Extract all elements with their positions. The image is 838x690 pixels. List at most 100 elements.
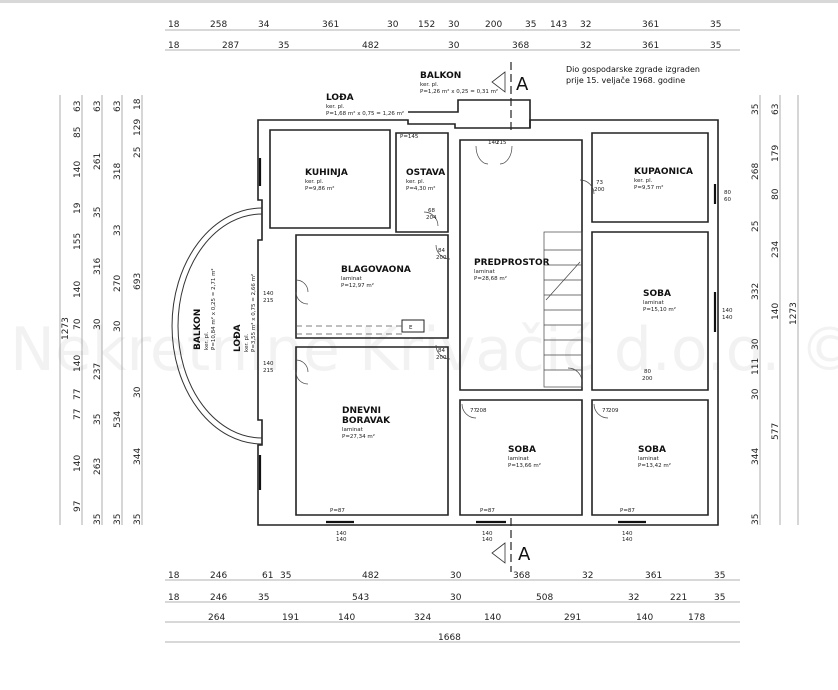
room-name: KUHINJA (305, 168, 348, 178)
opening-size: 84 (438, 248, 445, 254)
room-soba-bottom-1: SOBA laminat P=13,66 m² (508, 445, 541, 469)
dim: 35 (93, 414, 103, 425)
dim: 191 (282, 613, 299, 623)
dim: 179 (771, 145, 781, 162)
dim: 264 (208, 613, 225, 623)
dim: 30 (387, 20, 399, 30)
dim: 234 (771, 241, 781, 258)
section-label: A (516, 74, 529, 95)
room-floor: laminat (643, 300, 665, 306)
dim: 368 (512, 41, 529, 51)
dim: 30 (450, 593, 462, 603)
dim: 30 (450, 571, 462, 581)
room-soba-right: SOBA laminat P=15,10 m² (643, 289, 676, 313)
room-area: P=9,86 m² (305, 185, 334, 192)
dim: 508 (536, 593, 553, 603)
dim: 143 (550, 20, 567, 30)
dim: 33 (113, 225, 123, 236)
area-name: LOĐA (233, 324, 243, 352)
opening-size: 140 (336, 531, 347, 537)
staircase (543, 231, 583, 388)
dim: 1273 (789, 302, 799, 325)
section-label: A (518, 544, 531, 565)
dim: 35 (710, 20, 721, 30)
walls (257, 99, 719, 526)
dim: 361 (642, 20, 659, 30)
area-floor: ker. pl. (204, 331, 210, 350)
dim: 140 (338, 613, 355, 623)
room-area: P=13,42 m² (638, 462, 671, 469)
section-marker-top: A (491, 62, 529, 130)
opening-size: 200 (436, 355, 447, 361)
room-floor: ker. pl. (406, 179, 425, 185)
bottom-dimensions: 18 246 61 35 482 30 368 32 361 35 18 246… (165, 571, 740, 643)
dim: 35 (133, 514, 143, 525)
dim: 237 (93, 363, 103, 380)
room-floor: laminat (474, 269, 496, 275)
opening-size: 140 (722, 315, 733, 321)
opening-size: 200 (436, 255, 447, 261)
doors (295, 145, 609, 419)
dim: 140 (73, 455, 83, 472)
loda-left: LOĐA ker. pl. P=3,55 m² x 0,75 = 2,66 m² (233, 274, 257, 352)
dim: 77 (73, 409, 83, 420)
dim: 25 (751, 221, 761, 232)
dim: 140 (73, 355, 83, 372)
room-predprostor: PREDPROSTOR laminat P=28,68 m² (474, 258, 550, 282)
room-floor: laminat (342, 427, 364, 433)
chimney: E (296, 319, 425, 335)
dim: 200 (485, 20, 502, 30)
room-soba-bottom-2: SOBA laminat P=13,42 m² (638, 445, 671, 469)
right-dimensions: 35 268 25 332 30 111 30 344 35 63 179 80… (751, 95, 799, 525)
dim: 140 (484, 613, 501, 623)
opening-size: 140 (482, 537, 493, 543)
opening-size: 140 (263, 361, 274, 367)
opening-size: 77 (602, 408, 609, 414)
room-kuhinja: KUHINJA ker. pl. P=9,86 m² (305, 168, 348, 192)
room-area: P=27,34 m² (342, 433, 375, 440)
dim: 111 (751, 358, 761, 375)
opening-size: 80 (724, 190, 731, 196)
opening-size: 84 (438, 348, 445, 354)
room-name: BLAGOVAONA (341, 265, 411, 275)
opening-size: 215 (263, 298, 274, 304)
dim: 18 (133, 98, 143, 110)
dim: 63 (771, 104, 781, 115)
room-name: SOBA (643, 289, 671, 299)
dim: 140 (73, 281, 83, 298)
dim: 577 (771, 423, 781, 440)
windows (258, 158, 717, 524)
dim: 324 (414, 613, 431, 623)
dim: 25 (133, 147, 143, 158)
opening-size: 140 (622, 531, 633, 537)
dim: 543 (352, 593, 369, 603)
area-size: P=10,84 m² x 0,25 = 2,71 m² (210, 268, 217, 350)
dim: 155 (73, 233, 83, 250)
dim: 32 (628, 593, 639, 603)
dim: 63 (93, 101, 103, 112)
room-name: KUPAONICA (634, 167, 693, 177)
dim: 18 (168, 593, 180, 603)
room-floor: laminat (341, 276, 363, 282)
dim: 35 (93, 207, 103, 218)
room-dnevni-boravak: DNEVNI BORAVAK laminat P=27,34 m² (342, 406, 391, 440)
dim: 35 (714, 593, 725, 603)
sill-height: P=87 (330, 508, 345, 514)
opening-size: 140 (722, 308, 733, 314)
room-floor: laminat (638, 456, 660, 462)
section-marker-bottom: A (491, 518, 531, 572)
dim: 268 (751, 163, 761, 180)
dim-total: 1668 (438, 633, 461, 643)
dim: 61 (262, 571, 273, 581)
dim: 344 (751, 448, 761, 465)
dim: 35 (93, 514, 103, 525)
dim: 482 (362, 41, 379, 51)
top-border (0, 0, 838, 3)
dim: 35 (278, 41, 289, 51)
room-floor: ker. pl. (634, 178, 653, 184)
area-floor: ker. pl. (420, 82, 439, 88)
opening-size: 77 (470, 408, 477, 414)
dim: 77 (73, 389, 83, 400)
dim: 178 (688, 613, 705, 623)
opening-size: 204 (426, 215, 437, 221)
